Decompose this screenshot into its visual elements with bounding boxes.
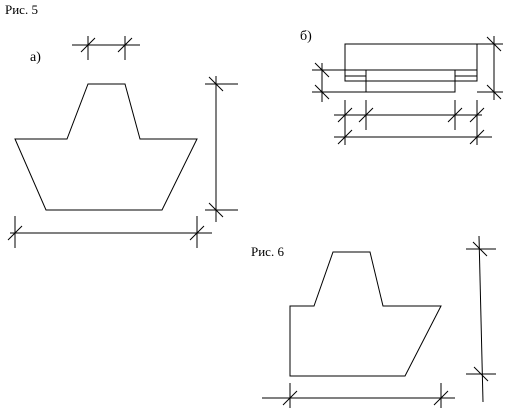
- figure-5b-inner-width-dimension: [334, 100, 485, 145]
- figure-5b-top-block: [344, 43, 478, 82]
- figure-5a: [7, 36, 238, 248]
- figure-6-width-dimension: [262, 383, 455, 408]
- figure-5b: [312, 36, 503, 145]
- figure-6-height-dimension: [466, 235, 496, 403]
- subfigure-a-label: а): [30, 50, 41, 65]
- figure-5a-bottom-dimension: [7, 216, 212, 248]
- figure-5-caption: Рис. 5: [5, 2, 38, 17]
- figure-5b-right-dimension: [477, 36, 503, 100]
- subfigure-b-label: б): [300, 29, 312, 44]
- figure-6-outline: [289, 251, 442, 377]
- figure-6-caption: Рис. 6: [251, 244, 284, 259]
- figure-5a-outline: [14, 83, 198, 211]
- figure-5a-height-dimension: [205, 76, 238, 222]
- figure-6: [262, 235, 496, 408]
- figure-5b-bottom-block: [365, 69, 456, 93]
- figure-5b-left-dimension: [312, 62, 366, 102]
- figure-5a-top-dimension: [72, 36, 140, 60]
- figure-5b-overall-width-dimension: [334, 129, 492, 145]
